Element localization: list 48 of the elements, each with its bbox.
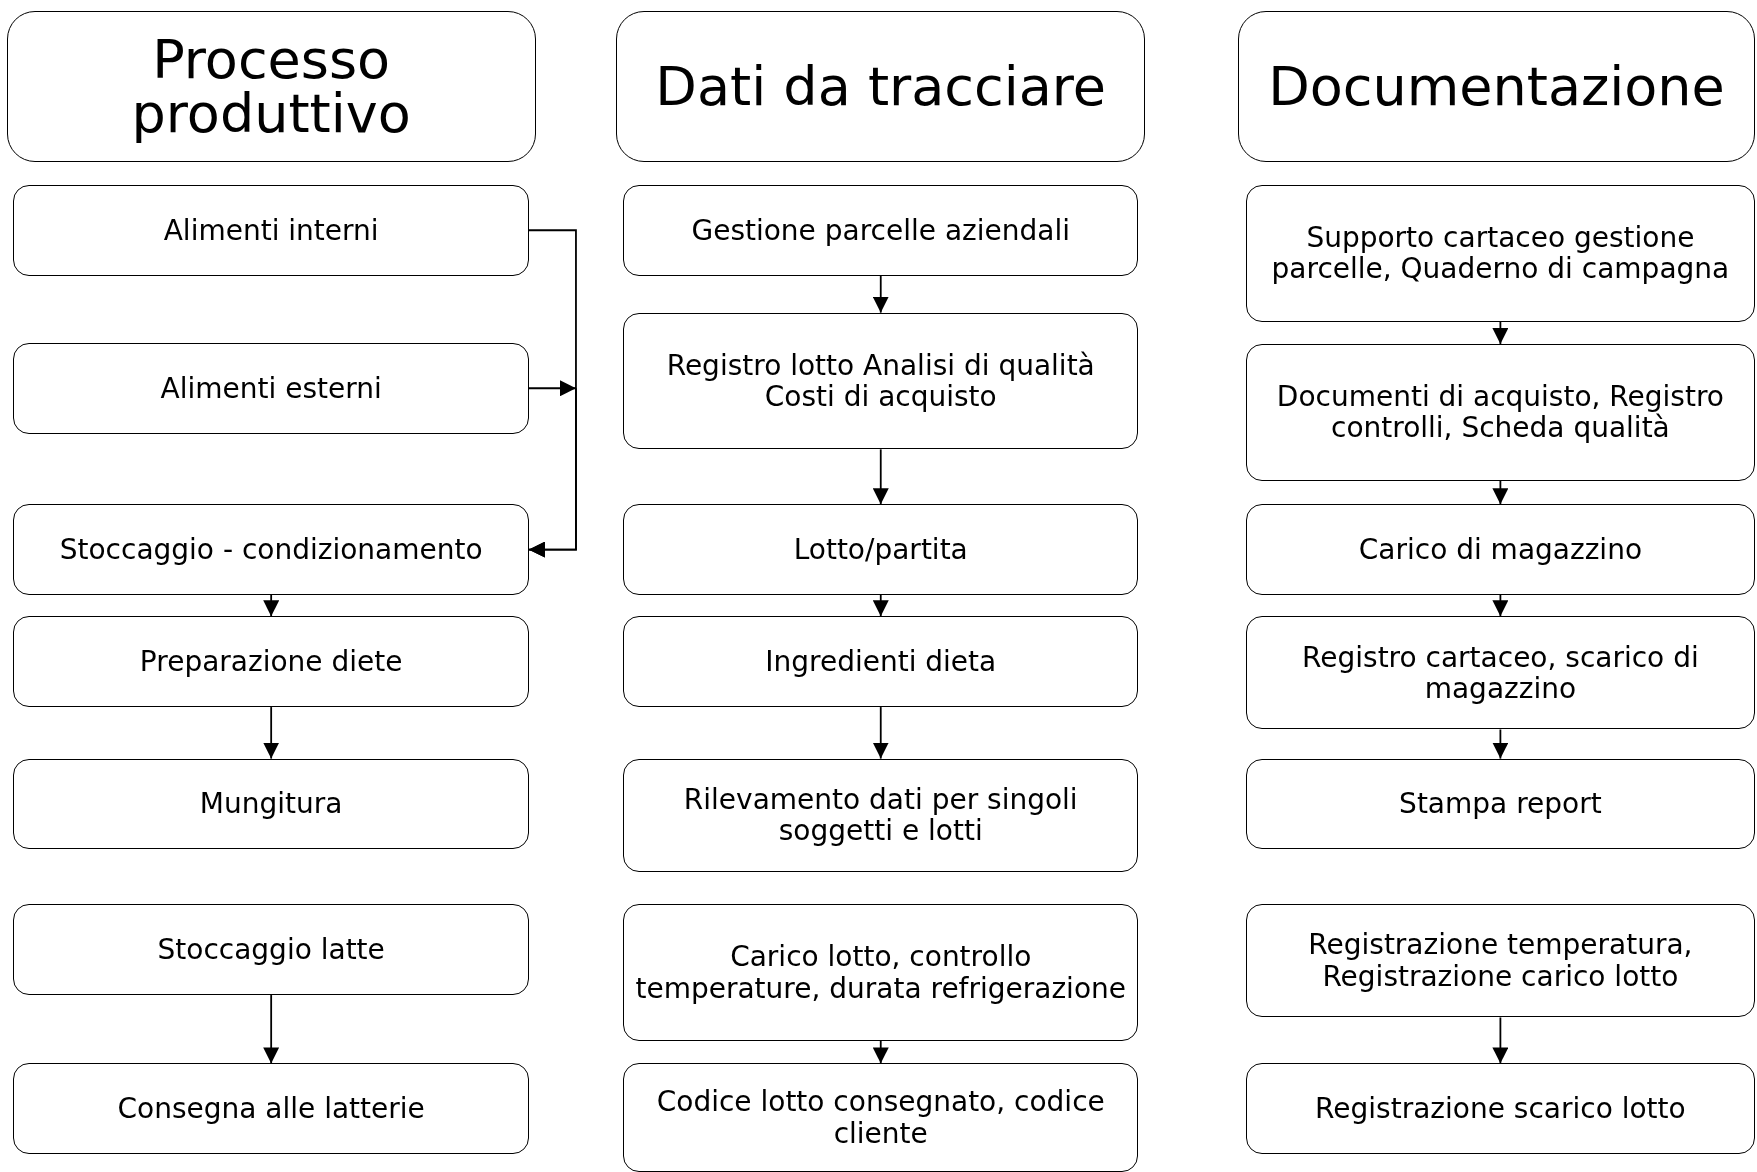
process-box <box>1246 1063 1755 1155</box>
process-box <box>13 184 529 276</box>
box-label: Alimenti interni <box>163 214 379 246</box>
box-label: Registrazione scarico lotto <box>1315 1093 1686 1125</box>
process-box <box>623 616 1139 708</box>
box-label: Documenti di acquisto, Registro controlli, Scheda qualità <box>1275 381 1725 444</box>
process-box <box>623 504 1139 595</box>
process-box <box>13 342 529 434</box>
process-box <box>1246 616 1755 730</box>
box-label: Supporto cartaceo gestione parcelle, Quaderno di campagna <box>1270 221 1731 285</box>
box-label: Stampa report <box>1399 788 1602 820</box>
box-label: Codice lotto consegnato, codice cliente <box>655 1086 1106 1150</box>
box-label: Registro lotto Analisi di qualità Costi di acquisto <box>665 349 1096 413</box>
box-label: Alimenti esterni <box>160 372 382 404</box>
process-box <box>13 504 529 595</box>
box-label: Stoccaggio - condizionamento <box>59 533 483 566</box>
process-box <box>13 758 529 850</box>
process-box <box>1246 758 1755 850</box>
column-title: Processo produttivo <box>130 32 412 141</box>
process-box <box>623 312 1139 450</box>
box-label: Mungitura <box>199 788 343 820</box>
process-box <box>13 616 529 708</box>
process-box <box>623 758 1139 872</box>
box-label: Registro cartaceo, scarico di magazzino <box>1301 641 1700 705</box>
box-label: Registrazione temperatura, Registrazione carico lotto <box>1307 929 1694 993</box>
process-box <box>1246 344 1755 481</box>
process-box <box>623 184 1139 276</box>
box-label: Ingredienti dieta <box>765 645 997 678</box>
process-box <box>1246 504 1755 595</box>
box-label: Carico di magazzino <box>1358 533 1643 566</box>
box-label: Consegna alle latterie <box>117 1093 425 1125</box>
box-label: Preparazione diete <box>139 645 403 678</box>
box-label: Stoccaggio latte <box>157 933 385 966</box>
process-box <box>13 1063 529 1155</box>
column-title: Documentazione <box>1268 59 1725 114</box>
process-box <box>1246 904 1755 1018</box>
process-box <box>623 1063 1139 1172</box>
column-title: Dati da tracciare <box>655 59 1107 114</box>
process-box <box>623 904 1139 1041</box>
process-box <box>13 904 529 995</box>
column-header-box <box>1238 11 1755 163</box>
box-label: Rilevamento dati per singoli soggetti e lotti <box>682 783 1079 847</box>
box-label: Carico lotto, controllo temperature, durata refrigerazione <box>634 941 1127 1004</box>
process-box <box>1246 184 1755 322</box>
column-header-box <box>616 11 1146 163</box>
box-label: Gestione parcelle aziendali <box>691 214 1070 246</box>
column-header-box <box>6 11 536 163</box>
box-label: Lotto/partita <box>793 533 968 566</box>
